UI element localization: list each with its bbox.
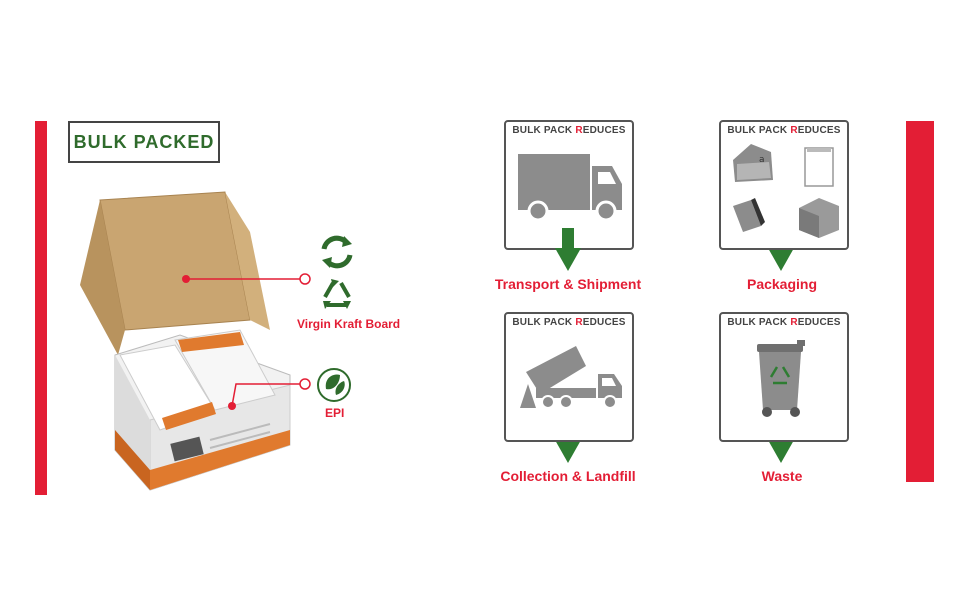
recycle-icon — [323, 279, 351, 309]
box-lid-left — [80, 200, 125, 355]
benefit-tile-transport: BULK PACK REDUCES — [504, 120, 634, 250]
left-accent-bar — [35, 121, 47, 495]
benefit-caption-packaging: Packaging — [746, 276, 818, 292]
envelope-flap-2 — [162, 402, 216, 430]
recycle-bin-icon — [757, 340, 805, 417]
box-lid-back — [99, 191, 251, 331]
material-label-kraft: Virgin Kraft Board — [297, 317, 401, 331]
benefit-caption-transport: Transport & Shipment — [494, 276, 642, 292]
box-label-line — [209, 431, 271, 449]
truck-icon — [518, 154, 622, 222]
material-label-epi: EPI — [325, 406, 345, 420]
box-side-stripe — [115, 430, 150, 490]
recycle-arrows-icon — [321, 235, 353, 269]
callout-line-epi — [231, 383, 300, 407]
packaging-icon: a — [733, 144, 839, 238]
dump-truck-icon — [520, 346, 622, 409]
envelope-2 — [174, 329, 276, 411]
benefit-tile-collection: BULK PACK REDUCES — [504, 312, 634, 442]
benefit-caption-waste: Waste — [761, 468, 803, 484]
envelope-flap-1 — [178, 332, 244, 352]
callout-end-epi — [299, 378, 311, 390]
callout-end-kraft — [299, 273, 311, 285]
box-orange-stripe — [150, 430, 290, 490]
tile-heading: BULK PACK REDUCES — [512, 125, 626, 136]
box-label-logo — [170, 436, 204, 462]
bulk-packed-badge: BULK PACKED — [68, 121, 220, 163]
tile-heading: BULK PACK REDUCES — [727, 317, 841, 328]
box-label-line — [209, 423, 271, 441]
tile-heading: BULK PACK REDUCES — [512, 317, 626, 328]
badge-text: BULK PACKED — [73, 131, 215, 152]
benefit-caption-collection: Collection & Landfill — [500, 468, 636, 484]
benefit-tile-waste: BULK PACK REDUCES — [719, 312, 849, 442]
eco-leaf-icon — [317, 368, 351, 402]
benefit-tile-packaging: BULK PACK REDUCES a — [719, 120, 849, 250]
right-accent-bar — [906, 121, 934, 482]
svg-text:a: a — [759, 155, 765, 165]
box-lid-right — [225, 192, 270, 330]
tile-heading: BULK PACK REDUCES — [727, 125, 841, 136]
